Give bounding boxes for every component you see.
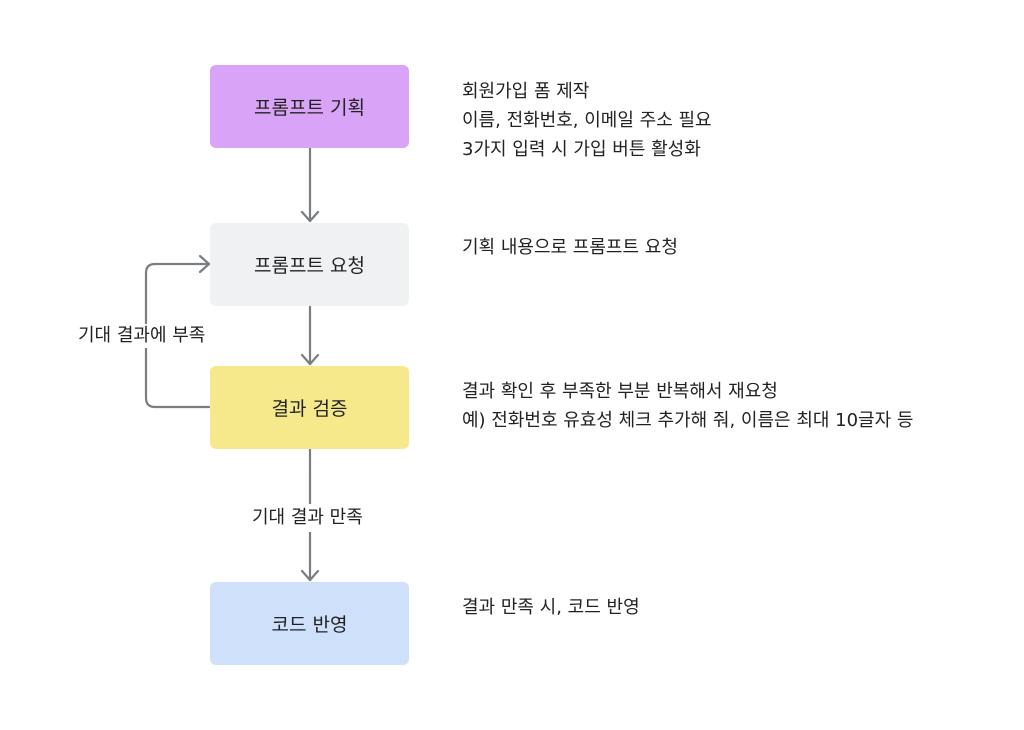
note-line: 3가지 입력 시 가입 버튼 활성화 bbox=[462, 139, 701, 160]
note-line: 이름, 전화번호, 이메일 주소 필요 bbox=[462, 110, 712, 131]
note-line: 결과 만족 시, 코드 반영 bbox=[462, 597, 640, 618]
note-line: 회원가입 폼 제작 bbox=[462, 81, 590, 102]
step-verify-result-label: 결과 검증 bbox=[271, 398, 348, 420]
note-line: 기획 내용으로 프롬프트 요청 bbox=[462, 237, 678, 258]
step-verify-result: 결과 검증 bbox=[210, 366, 409, 449]
arrowhead-step4 bbox=[300, 569, 320, 582]
satisfied-condition-label: 기대 결과 만족 bbox=[250, 504, 365, 532]
step-apply-code-label: 코드 반영 bbox=[271, 614, 348, 636]
note-request-prompt: 기획 내용으로 프롬프트 요청 bbox=[462, 233, 678, 262]
note-apply-code: 결과 만족 시, 코드 반영 bbox=[462, 593, 640, 622]
loop-condition-label: 기대 결과에 부족 bbox=[76, 324, 208, 348]
loop-arrowhead bbox=[198, 254, 211, 274]
step-request-prompt: 프롬프트 요청 bbox=[210, 223, 409, 306]
arrowhead-step3 bbox=[300, 353, 320, 366]
step-plan-prompt: 프롬프트 기획 bbox=[210, 65, 409, 148]
note-plan-prompt: 회원가입 폼 제작 이름, 전화번호, 이메일 주소 필요 3가지 입력 시 가… bbox=[462, 77, 712, 164]
step-apply-code: 코드 반영 bbox=[210, 582, 409, 665]
arrowhead-step2 bbox=[300, 210, 320, 223]
step-plan-prompt-label: 프롬프트 기획 bbox=[254, 97, 365, 119]
note-line: 결과 확인 후 부족한 부분 반복해서 재요청 bbox=[462, 381, 778, 402]
note-verify-result: 결과 확인 후 부족한 부분 반복해서 재요청 예) 전화번호 유효성 체크 추… bbox=[462, 377, 913, 435]
step-request-prompt-label: 프롬프트 요청 bbox=[254, 255, 365, 277]
note-line: 예) 전화번호 유효성 체크 추가해 줘, 이름은 최대 10글자 등 bbox=[462, 410, 914, 431]
